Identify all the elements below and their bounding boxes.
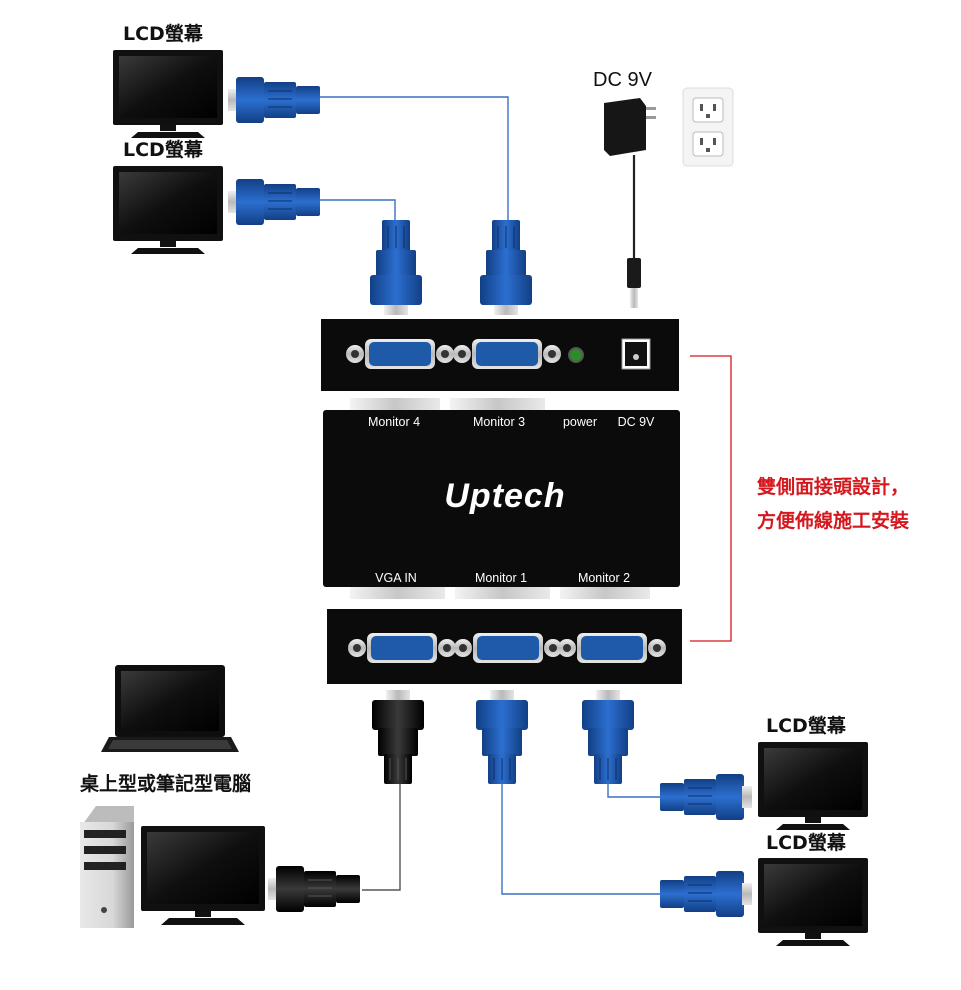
vga-plug-monitor2 [582, 690, 634, 784]
dc-jack [621, 338, 651, 370]
label-monitor1: Monitor 1 [475, 571, 527, 585]
cable-monitor2 [607, 780, 660, 798]
dc-adapter [604, 98, 656, 308]
port-monitor4 [346, 339, 454, 369]
device-top-strip [350, 398, 650, 599]
label-monitor4: Monitor 4 [368, 415, 420, 429]
vga-plug-lcd-top-1 [228, 77, 320, 123]
label-power: power [563, 415, 597, 429]
lcd-monitor-right-2 [758, 858, 868, 946]
vga-plug-monitor4 [370, 220, 422, 315]
lcd-monitor-top-1 [113, 50, 223, 138]
power-led-icon [568, 347, 584, 363]
port-monitor1 [454, 633, 562, 663]
vga-plug-lcd-right-2 [660, 871, 752, 917]
vga-plug-computer [268, 866, 360, 912]
lcd-monitor-right-1 [758, 742, 868, 830]
cable-monitor4 [320, 199, 396, 222]
port-vga-in [348, 633, 456, 663]
wall-outlet-icon [682, 87, 734, 167]
port-monitor3 [453, 339, 561, 369]
label-monitor2: Monitor 2 [578, 571, 630, 585]
lcd-label-right-1: LCD螢幕 [766, 714, 847, 737]
brand-logo: Uptech [444, 477, 565, 515]
note-line-1: 雙側面接頭設計， [757, 475, 909, 498]
label-monitor3: Monitor 3 [473, 415, 525, 429]
pc-tower-icon [80, 806, 134, 928]
laptop-icon [101, 665, 239, 752]
vga-plug-vga-in [372, 690, 424, 784]
cables [320, 96, 660, 895]
dc-adapter-label: DC 9V [593, 69, 653, 91]
lcd-label-right-2: LCD螢幕 [766, 831, 847, 854]
device-body [323, 410, 680, 587]
note-line-2: 方便佈線施工安裝 [757, 509, 910, 532]
vga-plug-monitor3 [480, 220, 532, 315]
vga-plug-lcd-top-2 [228, 179, 320, 225]
cable-monitor3 [320, 96, 509, 222]
lcd-label-top-1: LCD螢幕 [123, 22, 204, 45]
note-bracket [690, 355, 732, 642]
pc-monitor-icon [141, 826, 265, 925]
vga-plug-lcd-right-1 [660, 774, 752, 820]
device-bottom-panel [327, 609, 682, 684]
lcd-label-top-2: LCD螢幕 [123, 138, 204, 161]
label-vga-in: VGA IN [375, 571, 417, 585]
label-dc9v: DC 9V [618, 415, 655, 429]
port-monitor2 [558, 633, 666, 663]
vga-plug-monitor1 [476, 690, 528, 784]
lcd-monitor-top-2 [113, 166, 223, 254]
device-top-panel [321, 319, 679, 391]
cable-monitor1 [501, 780, 660, 895]
computer-label: 桌上型或筆記型電腦 [80, 772, 251, 795]
cable-vga-in [362, 780, 401, 891]
